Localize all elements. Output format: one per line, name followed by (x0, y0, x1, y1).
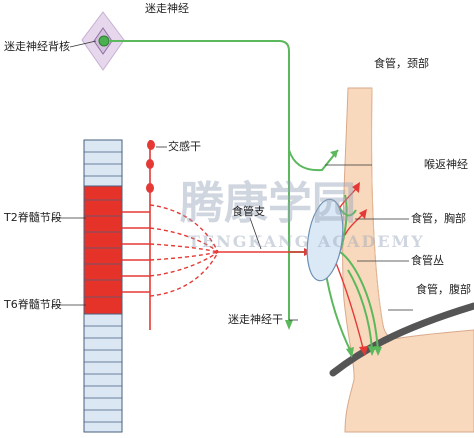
leader-lines (52, 40, 413, 321)
spinal-cord (83, 139, 123, 433)
brainstem-nucleus (81, 11, 125, 71)
esophageal-plexus (306, 198, 344, 282)
label-esophageal-branch: 食管支 (232, 205, 265, 218)
label-esophageal-plexus: 食管丛 (411, 254, 444, 267)
label-t2-spinal-segment: T2脊髓节段 (4, 211, 62, 224)
label-esophagus-neck: 食管，颈部 (374, 57, 429, 70)
esophagus-body (342, 87, 474, 433)
label-esophagus-thorax: 食管，胸部 (411, 212, 466, 225)
label-esophagus-abdomen: 食管，腹部 (416, 283, 471, 296)
diaphragm (329, 302, 474, 377)
label-vagus-trunk-top: 迷走神经 (145, 2, 189, 15)
label-t6-spinal-segment: T6脊髓节段 (4, 298, 62, 311)
sympathetic-fibers (122, 185, 366, 353)
sympathetic-trunk (146, 140, 155, 330)
label-dorsal-vagal-nucleus: 迷走神经背核 (4, 40, 70, 53)
label-vagus-trunk-bottom: 迷走神经干 (228, 313, 283, 326)
label-sympathetic-trunk: 交感干 (168, 140, 201, 153)
vagus-arrowheads (285, 150, 382, 358)
watermark-chinese: 腾康学园 (180, 178, 356, 229)
watermark-english: TENGKANG ACADEMY (188, 232, 425, 251)
label-recurrent-laryngeal-nerve: 喉返神经 (424, 158, 468, 171)
